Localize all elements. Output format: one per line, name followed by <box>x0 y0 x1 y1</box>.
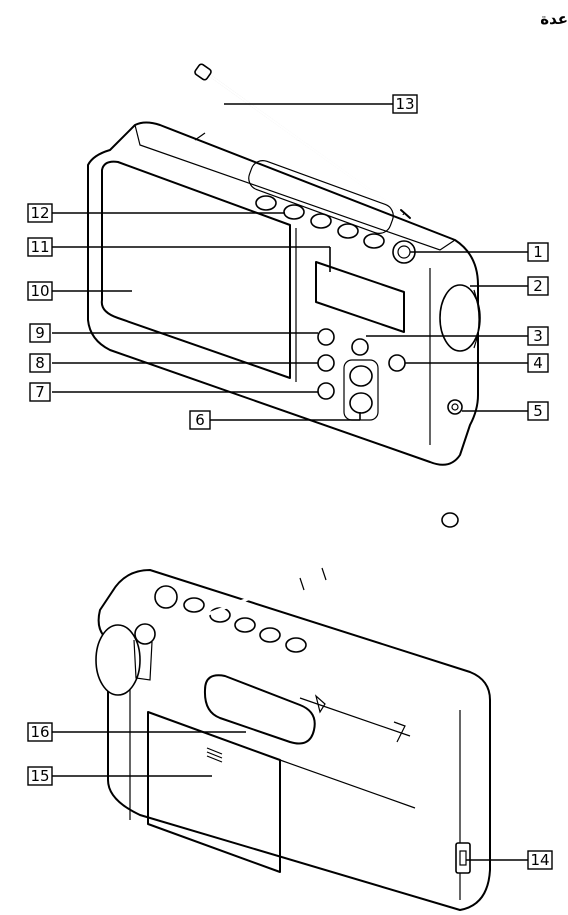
callout-9: 9 <box>29 323 51 343</box>
tune-up-button[interactable] <box>349 365 373 387</box>
display-window <box>315 261 405 333</box>
callout-10: 10 <box>27 281 53 301</box>
radio-back-view <box>95 512 491 911</box>
svg-text:7: 7 <box>35 383 45 401</box>
antenna-back <box>133 512 459 681</box>
callout-4: 4 <box>527 353 549 373</box>
svg-text:12: 12 <box>30 204 49 222</box>
tune-down-button[interactable] <box>349 392 373 414</box>
tuning-dial-back <box>95 624 141 696</box>
preset-button-5[interactable] <box>363 233 385 249</box>
preset-button-4[interactable] <box>337 223 359 239</box>
callout-12: 12 <box>27 203 53 223</box>
preset-button-1[interactable] <box>255 195 277 211</box>
battery-cover <box>147 711 281 873</box>
callout-2: 2 <box>527 276 549 296</box>
tuning-button-group <box>343 359 379 421</box>
button-4[interactable] <box>388 354 406 372</box>
preset-button-2[interactable] <box>283 204 305 220</box>
svg-text:16: 16 <box>30 723 49 741</box>
callout-13: 13 <box>392 94 418 114</box>
preset-button-3[interactable] <box>310 213 332 229</box>
callout-1: 1 <box>527 242 549 262</box>
svg-text:2: 2 <box>533 277 543 295</box>
callout-15: 15 <box>27 766 53 786</box>
svg-text:1: 1 <box>533 243 543 261</box>
antenna-front <box>194 63 411 219</box>
callout-5: 5 <box>527 401 549 421</box>
svg-text:15: 15 <box>30 767 49 785</box>
svg-text:4: 4 <box>533 354 543 372</box>
button-7[interactable] <box>317 382 335 400</box>
svg-text:13: 13 <box>395 95 414 113</box>
callout-8: 8 <box>29 353 51 373</box>
callout-11: 11 <box>27 237 53 257</box>
svg-text:9: 9 <box>35 324 45 342</box>
svg-text:3: 3 <box>533 327 543 345</box>
preset-button-strip <box>248 160 394 234</box>
radio-front-view <box>87 63 481 466</box>
callout-3: 3 <box>527 326 549 346</box>
svg-text:5: 5 <box>533 402 543 420</box>
button-9[interactable] <box>317 328 335 346</box>
speaker-grille <box>100 160 291 379</box>
svg-text:14: 14 <box>530 851 549 869</box>
button-3[interactable] <box>351 338 369 356</box>
dc-in-jack[interactable] <box>455 842 471 874</box>
carry-handle <box>203 674 316 745</box>
callout-7: 7 <box>29 382 51 402</box>
tuning-dial[interactable] <box>439 284 481 352</box>
callout-6: 6 <box>189 410 211 430</box>
callout-14: 14 <box>527 850 553 870</box>
headphone-jack[interactable] <box>447 399 463 415</box>
callout-16: 16 <box>27 722 53 742</box>
button-8[interactable] <box>317 354 335 372</box>
svg-text:8: 8 <box>35 354 45 372</box>
svg-text:6: 6 <box>195 411 205 429</box>
power-button-back <box>154 585 178 609</box>
header-text: عدة <box>540 10 568 28</box>
svg-text:11: 11 <box>30 238 49 256</box>
svg-text:10: 10 <box>30 282 49 300</box>
